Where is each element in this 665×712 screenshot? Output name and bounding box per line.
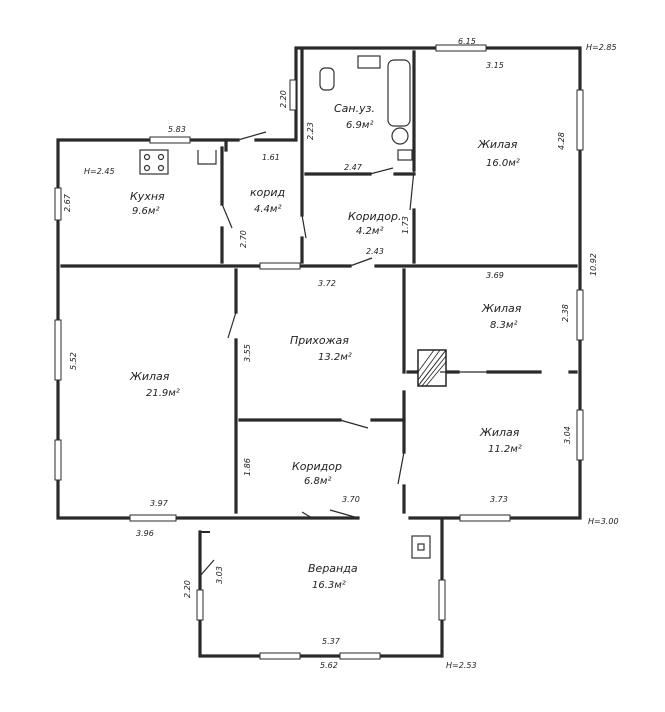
dim-304: 3.04 [563,426,572,444]
room-name-corridor-mid: Коридор. [348,210,402,223]
room-area-veranda: 16.3м² [312,580,346,591]
dim-369: 3.69 [486,271,504,280]
room-area-living-e2: 11.2м² [488,444,522,455]
dim-h253: Н=2.53 [446,661,477,670]
room-area-living-e1: 8.3м² [490,320,517,331]
room-area-living-w: 21.9м² [146,388,180,399]
dim-552: 5.52 [69,352,78,370]
room-name-corridor-small: корид [250,186,285,199]
dim-223: 2.23 [306,122,315,140]
room-name-kitchen: Кухня [130,190,165,203]
room-name-veranda: Веранда [308,562,358,575]
doors [199,131,488,577]
room-area-living-ne: 16.0м² [486,158,520,169]
windows [54,44,584,522]
dim-1092: 10.92 [589,253,598,276]
dim-355: 3.55 [243,344,252,362]
dim-h300: Н=3.00 [588,517,619,526]
dim-372: 3.72 [318,279,336,288]
room-labels: Сан.уз. 6.9м² Жилая 16.0м² Кухня 9.6м² к… [129,102,522,591]
dim-267: 2.67 [63,193,72,212]
dim-370: 3.70 [342,495,360,504]
room-name-sanuzel: Сан.уз. [334,102,375,115]
dim-220: 2.20 [279,90,288,108]
dim-537: 5.37 [322,637,341,646]
room-name-living-ne: Жилая [477,138,518,151]
dim-373: 3.73 [490,495,508,504]
room-area-hall: 13.2м² [318,352,352,363]
dim-315: 3.15 [486,61,504,70]
fixtures [139,55,431,559]
veranda-walls [196,518,446,660]
dim-270: 2.70 [239,230,248,248]
room-area-sanuzel: 6.9м² [346,120,373,131]
dim-161: 1.61 [262,153,280,162]
room-name-corridor-s: Коридор [292,460,342,473]
room-area-corridor-small: 4.4м² [254,204,281,215]
dim-396: 3.96 [136,529,154,538]
dim-243: 2.43 [366,247,384,256]
dim-397: 3.97 [150,499,169,508]
dim-562: 5.62 [320,661,338,670]
dim-h245: Н=2.45 [84,167,115,176]
room-name-living-e2: Жилая [479,426,520,439]
dimension-labels: 6.15 Н=2.85 3.15 5.83 2.20 2.23 1.61 4.2… [63,37,619,670]
dim-303: 3.03 [215,566,224,584]
dim-428: 4.28 [557,132,566,150]
dim-247: 2.47 [344,163,363,172]
stove-block [417,349,447,387]
room-area-corridor-mid: 4.2м² [356,226,383,237]
room-name-living-e1: Жилая [481,302,522,315]
dim-h285: Н=2.85 [586,43,617,52]
interior-walls [60,48,578,514]
dim-238: 2.38 [561,304,570,322]
room-area-kitchen: 9.6м² [132,206,159,217]
room-area-corridor-s: 6.8м² [304,476,331,487]
dim-173: 1.73 [401,216,410,234]
room-name-hall: Прихожая [290,334,349,347]
dim-220b: 2.20 [183,580,192,598]
dim-615: 6.15 [458,37,476,46]
dim-186: 1.86 [243,458,252,476]
room-name-living-w: Жилая [129,370,170,383]
dim-583: 5.83 [168,125,186,134]
